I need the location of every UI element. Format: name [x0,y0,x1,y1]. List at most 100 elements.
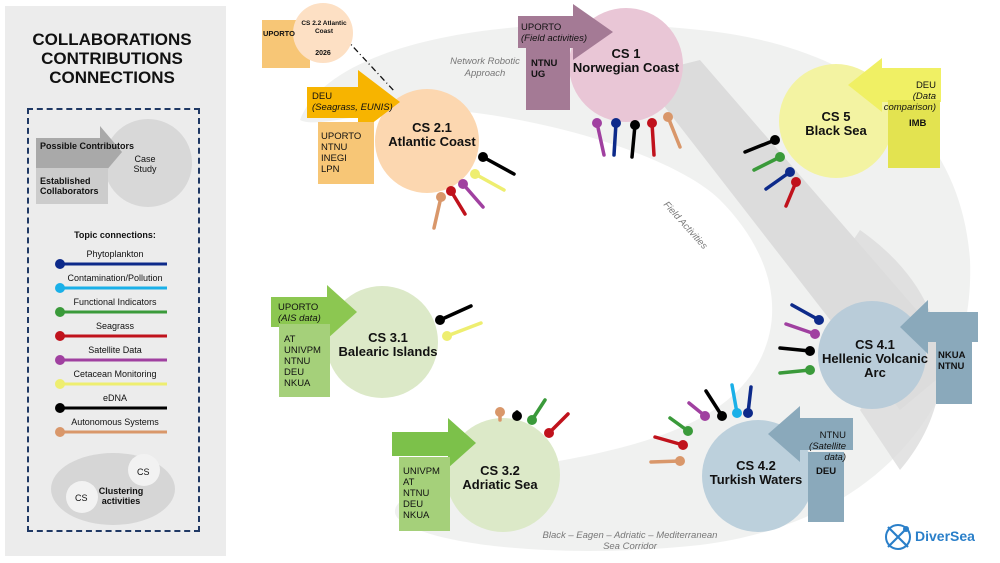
topic-pin-head-24 [700,411,710,421]
cs22-link-line [344,37,396,93]
title-line-3: CONNECTIONS [49,68,175,87]
legend-topic-label-3: Seagrass [95,321,135,331]
legend-dot-0 [55,259,65,269]
topic-pin-line-19 [778,368,812,375]
cs22-title: CS 2.2 Atlantic Coast [301,20,347,35]
topic-pin-line-18 [778,346,812,353]
legend-cluster-cs-b [66,481,98,513]
sea-corridor-line-1: Black – Eagen – Adriatic – Mediterranean [542,530,718,541]
cs21-arrow-line-2: (Seagrass, EUNIS) [312,102,393,113]
cs31-box [279,324,330,397]
topic-pin-head-0 [592,118,602,128]
legend-dot-1 [55,283,65,293]
cs21-title-2: Atlantic Coast [388,134,476,149]
topic-pin-head-14 [435,315,445,325]
cs41-title-3: Arc [864,365,886,380]
topic-pin-line-5 [481,155,516,176]
topic-pin-head-9 [436,192,446,202]
legend-dot-4 [55,355,65,365]
topic-pin-head-17 [810,329,820,339]
topic-pin-head-22 [527,415,537,425]
legend-case-label: Case Study [133,154,157,174]
cs1-arrow [518,4,613,60]
topic-pin-head-20 [495,407,505,417]
cs31-title-1: CS 3.1 [368,330,408,345]
cs31-title-2: Balearic Islands [338,344,438,359]
title-line-2: CONTRIBUTIONS [41,49,183,68]
topic-pin-head-23 [544,428,554,438]
legend-topic-label-1: Contamination/Pollution [67,273,163,283]
legend-topic-label-2: Functional Indicators [73,297,157,307]
cs21-arrow-line-1: DEU [312,91,333,102]
cs42-title-2: Turkish Waters [709,472,803,487]
cs22-year: 2026 [315,50,331,57]
topic-pin-head-28 [683,426,693,436]
cs5-title-2: Black Sea [805,123,867,138]
cs1-title-1: CS 1 [611,46,641,61]
topic-pin-head-10 [770,135,780,145]
topic-pin-line-7 [461,182,485,209]
legend-dot-5 [55,379,65,389]
legend-topic-lines [55,259,167,437]
logo-text: DiverSea [915,528,975,544]
cs5-arrow [848,58,941,112]
topic-pin-line-3 [650,121,656,157]
title-line-1: COLLABORATIONS [32,30,192,49]
topic-pin-head-1 [611,118,621,128]
legend-dot-2 [55,307,65,317]
cs41-title-2: Hellenic Volcanic [822,351,928,366]
topic-pin-head-3 [647,118,657,128]
topic-pin-line-1 [612,121,618,157]
cs5-title-1: CS 5 [821,109,851,124]
cs5-arrow-text: DEU(Data comparison) [862,80,936,113]
sea-corridor-label: Black – Eagen – Adriatic – Mediterranean… [500,530,760,552]
topic-pin-head-11 [775,152,785,162]
legend-clustering-label: Clustering activities [98,486,144,506]
topic-pin-head-15 [442,331,452,341]
topic-pin-head-6 [470,169,480,179]
cs1-arrow-line-1: UPORTO [521,22,562,33]
topic-pin-head-12 [785,167,795,177]
legend-topic-label-4: Satellite Data [88,345,142,355]
legend-established-box [36,168,108,204]
cs31-box-text: AT UNIVPM NTNU DEU NKUA [284,334,321,389]
cs22-box-text: UPORTO [263,29,295,38]
legend-cluster-cs-b-label: CS [75,493,88,503]
cs21-circle [375,89,479,193]
legend-possible-arrow [36,126,122,178]
topic-pin-head-21 [512,411,522,421]
topic-pin-head-26 [732,408,742,418]
topic-pin-head-13 [791,177,801,187]
topic-pin-head-29 [678,440,688,450]
cs42-arrow-line-1: NTNU [819,430,846,441]
cs5-arrow-line-2: (Data comparison) [883,91,936,113]
cs5-box-text: IMB [909,118,927,129]
cs42-arrow-line-2: (Satellite data) [809,441,846,463]
topic-pin-head-25 [717,411,727,421]
topic-pin-head-7 [458,179,468,189]
legend-topic-label-5: Cetacean Monitoring [73,369,157,379]
cs42-arrow [768,406,853,462]
legend-possible-label: Possible Contributors [40,141,135,151]
cs41-box [936,340,972,404]
cs42-box-text: DEU [816,466,837,477]
topic-pin-head-27 [743,408,753,418]
topic-pin-line-0 [595,121,606,157]
cs1-box-text: NTNU UG [531,58,558,80]
cs32-box [399,457,450,531]
cs1-arrow-text: UPORTO(Field activities) [521,22,587,44]
cs1-box [526,48,570,110]
topic-pin-line-2 [630,123,637,159]
topic-pin-head-19 [805,365,815,375]
page-title: COLLABORATIONS CONTRIBUTIONS CONNECTIONS [5,30,219,87]
cs32-arrow [392,418,476,468]
cs32-circle [446,418,560,532]
cs31-arrow-line-2: (AIS data) [278,313,321,324]
